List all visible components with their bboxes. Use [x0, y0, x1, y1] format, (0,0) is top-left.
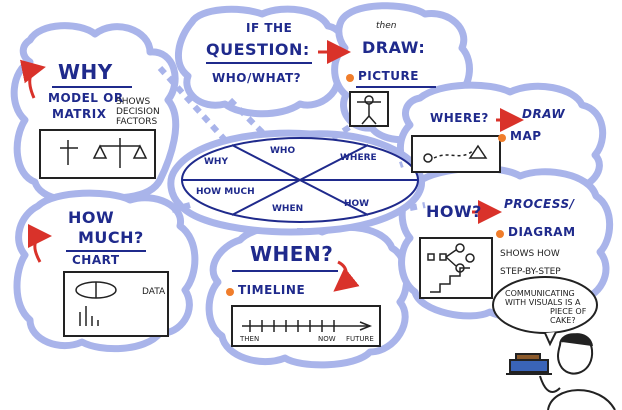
when-title: WHEN? — [250, 242, 334, 266]
why-note-line-2: DECISION — [116, 107, 160, 117]
bubble-line-4: CAKE? — [550, 316, 576, 325]
how-much-arrow — [27, 224, 52, 263]
where-title: WHERE? — [430, 111, 489, 125]
timeline-bullet — [226, 288, 234, 296]
chart-sketch — [63, 271, 169, 337]
wheel-who: WHO — [270, 146, 296, 156]
why-underline — [52, 86, 132, 88]
picture-underline — [356, 86, 436, 88]
sketch-boxes — [39, 91, 501, 347]
when-arrow — [333, 260, 360, 292]
question-line-2: QUESTION: — [206, 40, 310, 59]
red-arrows — [19, 40, 524, 292]
question-cloud — [174, 5, 349, 118]
person-body — [547, 389, 616, 410]
timeline-now: NOW — [318, 335, 336, 343]
wheel-how-much: HOW MUCH — [196, 187, 255, 197]
question-line-3: WHO/WHAT? — [212, 71, 302, 85]
sketch-details — [60, 95, 488, 332]
chart-data-note: DATA — [142, 287, 166, 297]
wheel-why: WHY — [204, 157, 228, 167]
timeline-then: THEN — [240, 335, 260, 343]
how-title: HOW? — [426, 202, 482, 221]
map-bullet — [498, 134, 506, 142]
diagram-label: DIAGRAM — [508, 225, 576, 239]
wheel-when: WHEN — [272, 204, 304, 214]
process-label: PROCESS/ — [504, 197, 575, 211]
how-much-line-1: HOW — [68, 208, 115, 227]
why-subtitle-line-1: MODEL OR — [48, 91, 124, 105]
picture-bullet — [346, 74, 354, 82]
bubble-line-2: WITH VISUALS IS A — [505, 298, 581, 307]
timeline-future: FUTURE — [346, 335, 374, 343]
why-arrow — [19, 59, 46, 99]
question-wheel — [181, 137, 419, 223]
why-title: WHY — [58, 60, 113, 84]
cake-plate — [509, 359, 549, 373]
bubble-line-1: COMMUNICATING — [505, 289, 575, 298]
presenter-figure — [492, 276, 616, 410]
how-much-line-2: MUCH? — [78, 228, 144, 247]
why-subtitle-line-2: MATRIX — [52, 107, 107, 121]
how-note-line-1: SHOWS HOW — [500, 249, 560, 259]
question-line-1: IF THE — [246, 21, 293, 35]
why-note-line-3: FACTORS — [116, 117, 158, 127]
when-underline — [232, 270, 338, 272]
timeline-label: TIMELINE — [238, 283, 306, 297]
chart-underline — [66, 250, 146, 252]
wheel-where: WHERE — [340, 153, 377, 163]
matrix-sketch — [39, 129, 156, 179]
diagram-bullet — [496, 230, 504, 238]
chart-label: CHART — [72, 253, 120, 267]
why-note-line-1: SHOWS — [116, 97, 151, 107]
map-sketch — [411, 135, 501, 173]
picture-label: PICTURE — [358, 69, 419, 83]
then-label: then — [376, 21, 397, 31]
then-draw-label: DRAW: — [362, 38, 426, 57]
wheel-how: HOW — [344, 199, 370, 209]
map-label: MAP — [510, 129, 542, 143]
question-underline — [206, 62, 312, 64]
where-draw-label: DRAW — [522, 107, 566, 121]
how-note-line-2: STEP-BY-STEP — [500, 267, 561, 277]
bubble-line-3: PIECE OF — [550, 307, 587, 316]
